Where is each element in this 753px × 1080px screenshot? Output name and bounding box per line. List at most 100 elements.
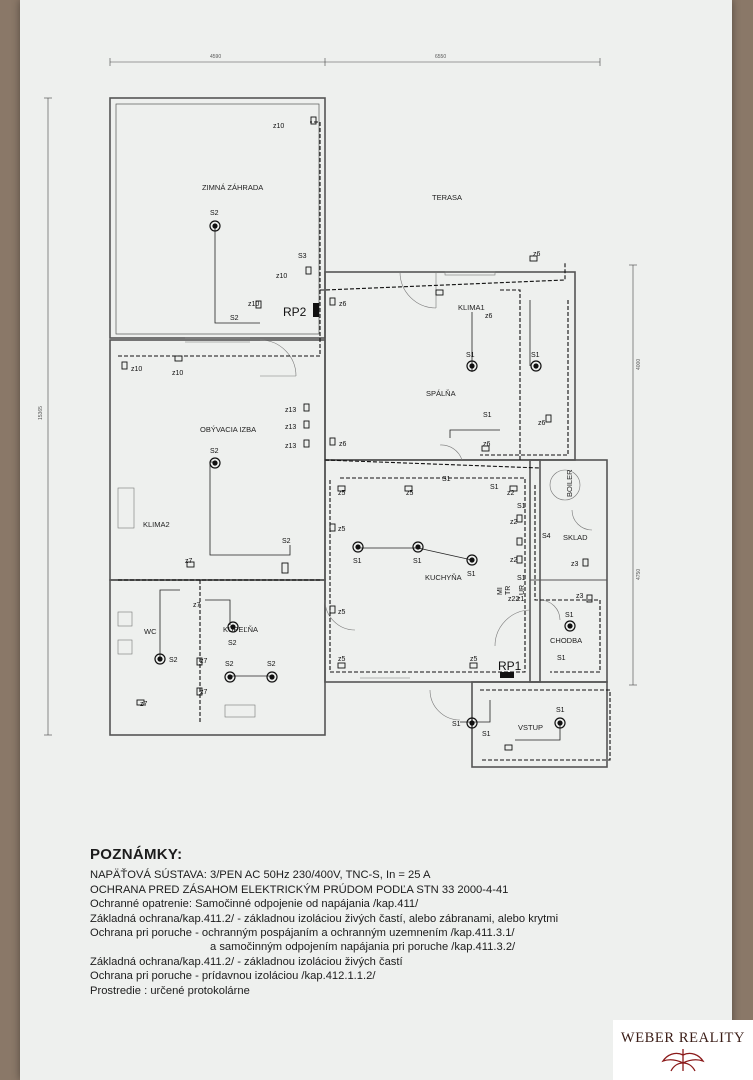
symbol-label-z13: z13 [285, 407, 296, 414]
notes-block: POZNÁMKY: NAPÄŤOVÁ SÚSTAVA: 3/PEN AC 50H… [90, 846, 650, 998]
symbol-label-s1: S1 [466, 352, 475, 359]
symbol-label-s2: S2 [228, 640, 237, 647]
room-chodba: CHODBA [550, 636, 582, 645]
room-spalna: SPÁLŇA [426, 389, 456, 398]
wall-details [117, 271, 593, 721]
symbol-label-s1: S1 [565, 612, 574, 619]
symbol-label-z6: z6 [485, 313, 493, 320]
symbol-label-s2: S2 [169, 657, 178, 664]
symbol-label-z10: z10 [273, 123, 284, 130]
weber-reality-logo: WEBER REALITY [613, 1020, 753, 1080]
symbol-label-s1: S1 [556, 707, 565, 714]
symbol-label-z5: z5 [338, 490, 346, 497]
room-klima1: KLIMA1 [458, 303, 485, 312]
light-fixtures [154, 220, 576, 729]
symbol-label-z3: z3 [571, 561, 579, 568]
room-obyvacia-izba: OBÝVACIA IZBA [200, 425, 256, 434]
symbol-labels: S2 S3 S2 S1 S1 S1 S2 S2 S1 S1 S1 S1 S1 S… [131, 123, 584, 738]
dim-top-left: 4590 [210, 54, 221, 60]
symbol-label-z13: z13 [285, 424, 296, 431]
room-klima2: KLIMA2 [143, 520, 170, 529]
symbol-label-z5: z5 [470, 656, 478, 663]
plan-sheet: 4590 6550 15365 4000 4750 [20, 0, 732, 1080]
symbol-label-z7: z7 [200, 658, 208, 665]
dim-right-lower: 4750 [636, 569, 642, 580]
symbol-label-mi: MI [497, 587, 504, 595]
note-line-4: Základná ochrana/kap.411.2/ - základnou … [90, 912, 559, 925]
symbol-label-z22: z22 [508, 596, 519, 603]
room-boiler: BOILER [565, 469, 574, 497]
symbol-label-ur: UR [519, 585, 526, 595]
room-vstup: VSTUP [518, 723, 543, 732]
note-line-7: Základná ochrana/kap.411.2/ - základnou … [90, 955, 403, 968]
dim-right-upper: 4000 [636, 359, 642, 370]
symbol-label-tr: TR [505, 586, 512, 595]
symbol-label-z6: z6 [533, 251, 541, 258]
symbol-label-z2: z2 [510, 519, 518, 526]
symbol-label-s1: S1 [517, 503, 526, 510]
notes-title: POZNÁMKY: [90, 846, 183, 863]
symbol-label-s1: S1 [467, 571, 476, 578]
note-line-5: Ochrana pri poruche - ochranným pospájan… [90, 927, 515, 940]
symbol-label-s1: S1 [353, 558, 362, 565]
symbol-label-z5: z5 [338, 656, 346, 663]
symbol-label-s1: S1 [517, 575, 526, 582]
symbol-label-z2: z2 [507, 490, 515, 497]
note-line-9: Prostredie : určené protokolárne [90, 984, 250, 997]
note-line-1: NAPÄŤOVÁ SÚSTAVA: 3/PEN AC 50Hz 230/400V… [90, 869, 431, 882]
symbol-label-z5: z5 [406, 490, 414, 497]
note-line-2: OCHRANA PRED ZÁSAHOM ELEKTRICKÝM PRÚDOM … [90, 883, 509, 896]
dimension-lines [44, 58, 637, 736]
room-sklad: SKLAD [563, 533, 588, 542]
symbol-label-z6: z6 [339, 441, 347, 448]
symbol-label-s3: S3 [298, 253, 307, 260]
symbol-label-s2: S2 [210, 448, 219, 455]
symbol-label-z7: z7 [185, 558, 193, 565]
symbol-label-z3: z3 [576, 593, 584, 600]
dim-left: 15365 [38, 406, 44, 420]
symbol-label-z6: z6 [339, 301, 347, 308]
symbol-label-s1: S1 [442, 476, 451, 483]
symbol-label-s2: S2 [282, 538, 291, 545]
room-kuchyna: KUCHYŇA [425, 573, 462, 582]
rp1-label: RP1 [498, 659, 522, 673]
room-zimna-zahrada: ZIMNÁ ZÁHRADA [202, 183, 263, 192]
symbol-label-s1: S1 [557, 655, 566, 662]
room-terasa: TERASA [432, 193, 462, 202]
logo-brand-text: WEBER REALITY [620, 1030, 746, 1046]
symbol-label-s2: S2 [230, 315, 239, 322]
symbol-label-s1: S1 [483, 412, 492, 419]
symbol-label-z10: z10 [248, 301, 259, 308]
symbol-label-z5: z5 [338, 526, 346, 533]
symbol-label-z7: z7 [193, 602, 201, 609]
room-kupelna: KÚPEĽŇA [223, 625, 258, 634]
symbol-label-s2: S2 [267, 661, 276, 668]
symbol-label-z7: z7 [140, 701, 148, 708]
symbol-label-z13: z13 [285, 443, 296, 450]
symbol-label-z5: z5 [338, 609, 346, 616]
rp1-box [500, 672, 514, 678]
symbol-label-z10: z10 [131, 366, 142, 373]
rp2-label: RP2 [283, 305, 307, 319]
sockets [121, 116, 593, 751]
symbol-label-z7: z7 [200, 689, 208, 696]
symbol-label-s1: S1 [531, 352, 540, 359]
symbol-label-z1: z1 [517, 596, 525, 603]
symbol-label-s4: S4 [542, 533, 551, 540]
symbol-label-s2: S2 [225, 661, 234, 668]
symbol-label-s2: S2 [210, 210, 219, 217]
note-line-6: a samočinným odpojením napájania pri por… [210, 941, 516, 954]
symbol-label-z10: z10 [276, 273, 287, 280]
note-line-8: Ochrana pri poruche - prídavnou izolácio… [90, 970, 376, 983]
symbol-label-s1: S1 [413, 558, 422, 565]
symbol-label-s1: S1 [490, 484, 499, 491]
room-wc: WC [144, 627, 157, 636]
symbol-label-s1: S1 [482, 731, 491, 738]
logo-ornament-icon [661, 1049, 705, 1072]
walls [109, 97, 608, 768]
symbol-label-z2: z2 [510, 557, 518, 564]
symbol-label-z6: z6 [483, 441, 491, 448]
rp2-box [313, 303, 319, 317]
floor-plan: 4590 6550 15365 4000 4750 [38, 54, 642, 768]
wiring [118, 121, 611, 761]
